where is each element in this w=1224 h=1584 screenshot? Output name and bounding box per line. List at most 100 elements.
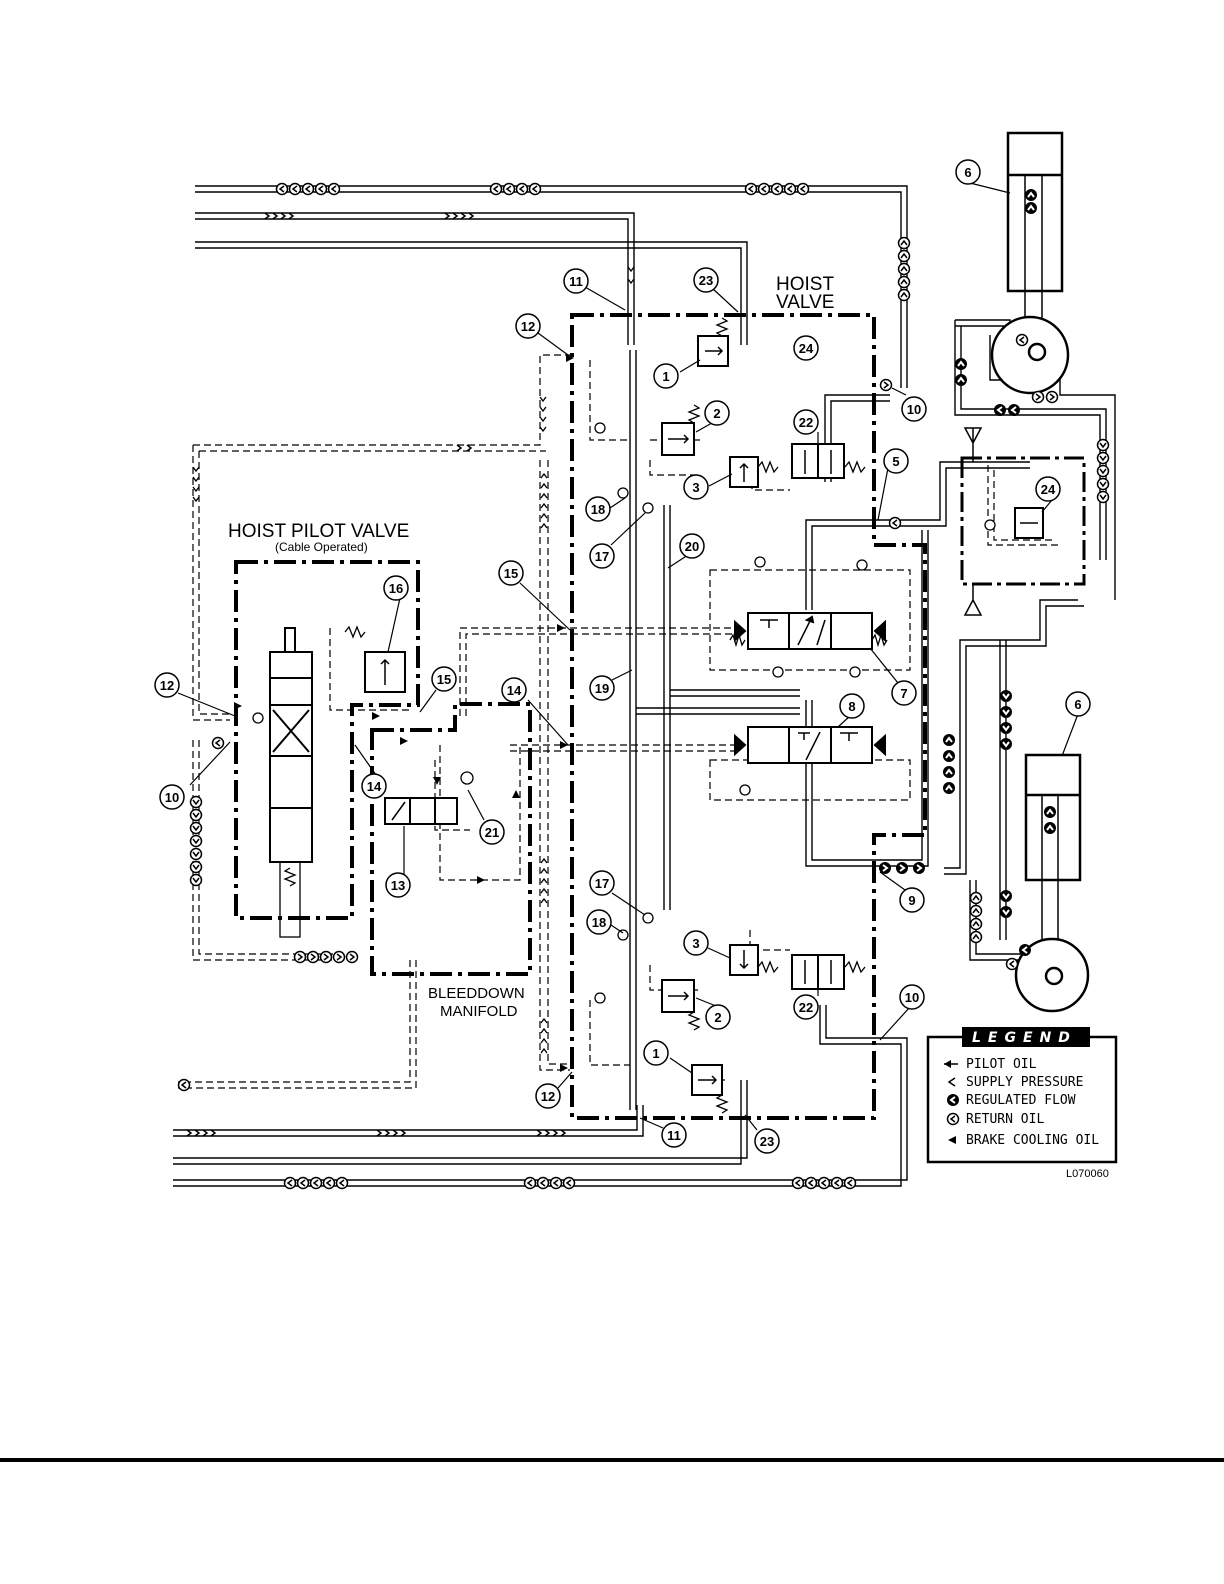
legend-item-brake-cooling-oil: BRAKE COOLING OIL — [948, 1133, 1099, 1148]
check-valves — [253, 423, 995, 1003]
svg-text:SUPPLY PRESSURE: SUPPLY PRESSURE — [966, 1075, 1083, 1090]
callout-10-left: 10 — [160, 785, 184, 809]
svg-text:RETURN OIL: RETURN OIL — [966, 1112, 1044, 1127]
callout-6-bottom: 6 — [1066, 692, 1090, 716]
callout-21: 21 — [480, 820, 504, 844]
callout-17-top: 17 — [590, 544, 614, 568]
bleeddown-label-line1: BLEEDDOWN — [428, 985, 525, 1002]
svg-text:3: 3 — [692, 480, 699, 495]
callout-23-top: 23 — [694, 268, 718, 292]
callout-17-bottom: 17 — [590, 871, 614, 895]
svg-text:11: 11 — [569, 274, 583, 289]
callout-16: 16 — [384, 576, 408, 600]
callout-7: 7 — [892, 681, 916, 705]
callout-24-hoist: 24 — [794, 336, 818, 360]
svg-text:6: 6 — [964, 165, 971, 180]
callout-12-left: 12 — [155, 673, 179, 697]
callout-20: 20 — [680, 534, 704, 558]
callout-22-bottom: 22 — [794, 995, 818, 1019]
svg-text:13: 13 — [391, 878, 405, 893]
svg-text:23: 23 — [760, 1134, 774, 1149]
svg-text:21: 21 — [485, 825, 499, 840]
callout-15-left: 15 — [432, 667, 456, 691]
svg-text:2: 2 — [714, 1010, 721, 1025]
svg-text:5: 5 — [892, 454, 899, 469]
callout-2-bottom: 2 — [706, 1005, 730, 1029]
svg-text:6: 6 — [1074, 697, 1081, 712]
callout-14-left: 14 — [362, 774, 386, 798]
svg-text:2: 2 — [713, 406, 720, 421]
bleeddown-manifold-boundary — [372, 704, 530, 974]
callout-24-brake: 24 — [1036, 477, 1060, 501]
callout-3-top: 3 — [684, 475, 708, 499]
svg-text:10: 10 — [905, 990, 919, 1005]
svg-text:23: 23 — [699, 273, 713, 288]
callout-1-bottom: 1 — [644, 1041, 668, 1065]
svg-text:12: 12 — [521, 319, 535, 334]
svg-text:22: 22 — [799, 415, 813, 430]
hoist-pilot-valve-boundary — [236, 562, 418, 918]
callout-8: 8 — [840, 694, 864, 718]
legend: LEGEND PILOT OIL SUPPLY PRESSURE REGULAT… — [928, 1027, 1116, 1162]
svg-text:12: 12 — [160, 678, 174, 693]
hoist-pilot-valve-label: HOIST PILOT VALVE — [228, 521, 409, 542]
svg-text:19: 19 — [595, 681, 609, 696]
svg-text:16: 16 — [389, 581, 403, 596]
callout-19: 19 — [590, 676, 614, 700]
callout-11-bottom: 11 — [662, 1123, 686, 1147]
callout-6-top: 6 — [956, 160, 980, 184]
callout-3-bottom: 3 — [684, 931, 708, 955]
callout-12-top: 12 — [516, 314, 540, 338]
hoist-valve-label-line2: VALVE — [776, 292, 834, 313]
callout-10-bottom: 10 — [900, 985, 924, 1009]
svg-text:8: 8 — [848, 699, 855, 714]
spool-valve-8 — [735, 727, 885, 763]
svg-text:17: 17 — [595, 876, 609, 891]
svg-text:REGULATED FLOW: REGULATED FLOW — [966, 1093, 1076, 1108]
callout-18-top: 18 — [586, 497, 610, 521]
callout-13: 13 — [386, 873, 410, 897]
svg-text:17: 17 — [595, 549, 609, 564]
callout-10-top: 10 — [902, 397, 926, 421]
callout-18-bottom: 18 — [587, 910, 611, 934]
svg-text:10: 10 — [165, 790, 179, 805]
svg-text:20: 20 — [685, 539, 699, 554]
pilot-spool — [270, 628, 312, 937]
svg-text:1: 1 — [662, 369, 669, 384]
bleeddown-label-line2: MANIFOLD — [440, 1003, 518, 1020]
callout-1-top: 1 — [654, 364, 678, 388]
hoist-valve-boundary — [572, 315, 925, 1118]
page-bottom-rule — [0, 1458, 1224, 1462]
svg-text:7: 7 — [900, 686, 907, 701]
legend-item-supply-pressure: SUPPLY PRESSURE — [949, 1075, 1083, 1090]
svg-text:3: 3 — [692, 936, 699, 951]
svg-text:9: 9 — [908, 893, 915, 908]
svg-text:BRAKE COOLING OIL: BRAKE COOLING OIL — [966, 1133, 1099, 1148]
svg-text:24: 24 — [1041, 482, 1056, 497]
svg-text:15: 15 — [437, 672, 451, 687]
callout-22-top: 22 — [794, 410, 818, 434]
hoist-valve-components — [365, 336, 1043, 1095]
svg-text:10: 10 — [907, 402, 921, 417]
callout-23-bottom: 23 — [755, 1129, 779, 1153]
svg-text:14: 14 — [367, 779, 382, 794]
callout-2-top: 2 — [705, 401, 729, 425]
svg-text:11: 11 — [667, 1128, 681, 1143]
svg-text:18: 18 — [591, 502, 605, 517]
svg-text:14: 14 — [507, 683, 522, 698]
cable-operated-label: (Cable Operated) — [275, 540, 368, 554]
svg-text:22: 22 — [799, 1000, 813, 1015]
callout-9: 9 — [900, 888, 924, 912]
svg-text:12: 12 — [541, 1089, 555, 1104]
callout-12-bottom: 12 — [536, 1084, 560, 1108]
svg-text:24: 24 — [799, 341, 814, 356]
svg-text:15: 15 — [504, 566, 518, 581]
svg-text:18: 18 — [592, 915, 606, 930]
callout-5: 5 — [884, 449, 908, 473]
callout-11-top: 11 — [564, 269, 588, 293]
callout-15-right: 15 — [499, 561, 523, 585]
svg-text:1: 1 — [652, 1046, 659, 1061]
legend-item-regulated-flow: REGULATED FLOW — [947, 1093, 1076, 1108]
svg-text:PILOT OIL: PILOT OIL — [966, 1057, 1037, 1072]
